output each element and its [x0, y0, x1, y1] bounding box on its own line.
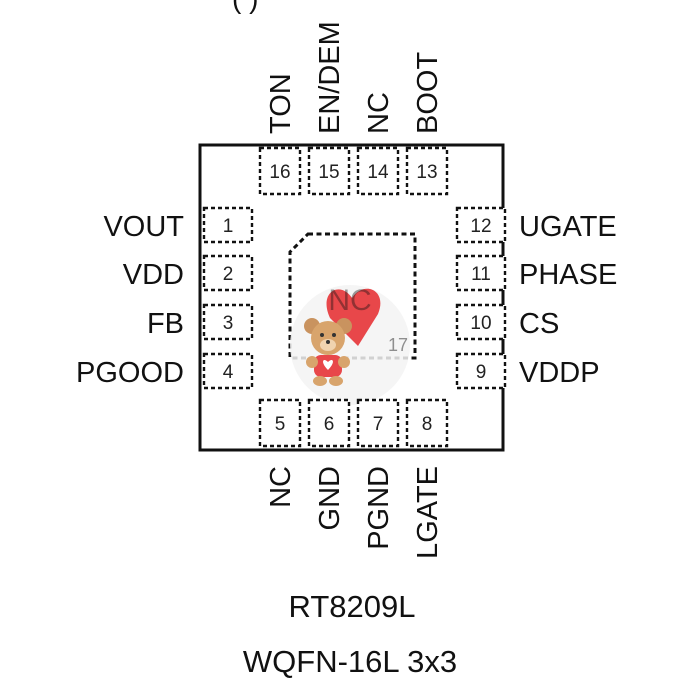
- pin-12: 12 UGATE: [455, 206, 617, 244]
- pin-name-phase: PHASE: [519, 259, 617, 291]
- pin-5: 5NC: [258, 398, 302, 508]
- pin-9: 9 VDDP: [455, 352, 600, 390]
- pin-name-gnd: GND: [314, 466, 346, 530]
- pin-number: 1: [223, 216, 234, 237]
- pin-number: 12: [470, 216, 491, 237]
- teddy-bear-watermark-icon: [290, 285, 410, 405]
- pin-13: 13 BOOT: [405, 52, 449, 196]
- pin-name-vdd: VDD: [123, 259, 184, 291]
- pin-pad: [202, 303, 254, 341]
- pin-pad: [356, 398, 400, 448]
- pin-pad: [405, 398, 449, 448]
- pin-pad: [356, 146, 400, 196]
- pin-15: 15 EN/DEM: [307, 21, 351, 196]
- pin-1: 1 VOUT: [103, 206, 254, 244]
- top-partial-text: ( ): [232, 0, 258, 14]
- pin-pad: [455, 352, 507, 390]
- pin-pad: [455, 206, 507, 244]
- top-pins: 13 BOOT 14 NC 15 EN/DEM 16 TON: [258, 21, 449, 196]
- pin-name-pgood: PGOOD: [76, 357, 184, 389]
- part-number: RT8209L: [289, 589, 416, 624]
- pin-pad: [202, 352, 254, 390]
- pin-number: 7: [373, 414, 384, 435]
- pin-number: 4: [223, 362, 234, 383]
- pin-pad: [307, 146, 351, 196]
- pin-2: 2 VDD: [123, 254, 254, 292]
- pin-name-ton: TON: [265, 73, 297, 134]
- package-name: WQFN-16L 3x3: [243, 644, 457, 679]
- pin-pad: [202, 254, 254, 292]
- pin-number: 5: [275, 414, 286, 435]
- pin-pad: [455, 254, 507, 292]
- pin-3: 3 FB: [147, 303, 254, 341]
- pin-name-fb: FB: [147, 308, 184, 340]
- pin-number: 15: [318, 162, 339, 183]
- pin-number: 8: [422, 414, 433, 435]
- pin-name-nc: NC: [265, 466, 297, 508]
- pin-name-en-dem: EN/DEM: [314, 21, 346, 134]
- pin-10: 10 CS: [455, 303, 559, 341]
- pin-number: 2: [223, 264, 234, 285]
- pin-16: 16 TON: [258, 73, 302, 196]
- pin-name-vddp: VDDP: [519, 357, 600, 389]
- pin-4: 4 PGOOD: [76, 352, 254, 390]
- pin-name-cs: CS: [519, 308, 559, 340]
- pin-name-ugate: UGATE: [519, 211, 617, 243]
- pin-number: 16: [269, 162, 290, 183]
- exposed-pad-number: 17: [388, 335, 408, 355]
- pin-pad: [307, 398, 351, 448]
- pin-name-lgate: LGATE: [412, 466, 444, 559]
- pin-number: 9: [476, 362, 487, 383]
- pin-number: 6: [324, 414, 335, 435]
- pin-pad: [455, 303, 507, 341]
- pin-number: 10: [470, 313, 491, 334]
- pin-name-vout: VOUT: [103, 211, 184, 243]
- pin-name-boot: BOOT: [412, 52, 444, 134]
- right-pins: 9 VDDP 10 CS 11 PHASE 12 UGATE: [455, 206, 617, 390]
- pin-name-pgnd: PGND: [363, 466, 395, 550]
- pin-number: 3: [223, 313, 234, 334]
- pin-number: 14: [367, 162, 389, 183]
- left-pins: 1 VOUT 2 VDD 3 FB 4 PGOOD: [76, 206, 254, 390]
- pin-pad: [202, 206, 254, 244]
- pin-11: 11 PHASE: [455, 254, 617, 292]
- pin-name-nc: NC: [363, 92, 395, 134]
- pin-14: 14 NC: [356, 92, 400, 196]
- pin-number: 11: [471, 264, 491, 285]
- pin-pad: [258, 146, 302, 196]
- pin-pad: [258, 398, 302, 448]
- pin-pad: [405, 146, 449, 196]
- exposed-pad-label: NC: [328, 284, 371, 317]
- pin-number: 13: [416, 162, 437, 183]
